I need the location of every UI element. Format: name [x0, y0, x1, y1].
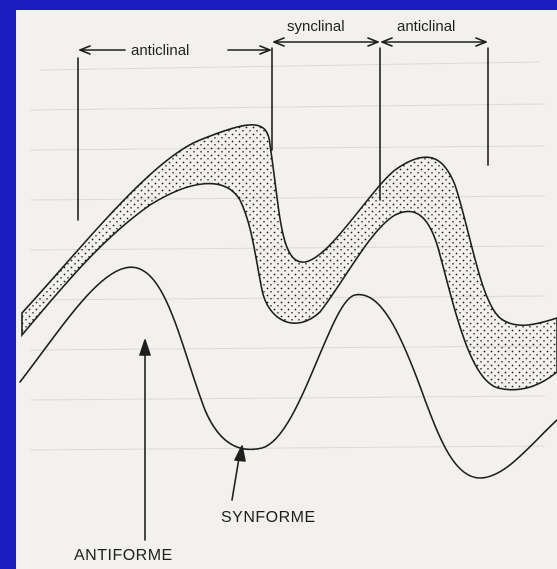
label-synforme: SYNFORME: [221, 509, 316, 526]
antiforme-arrowhead: [140, 340, 150, 355]
stippled-layer: [22, 125, 557, 390]
label-antiforme: ANTIFORME: [74, 547, 173, 564]
label-anticlinal-left: anticlinal: [131, 42, 189, 59]
fold-diagram: anticlinal synclinal anticlinal SYNFORME…: [16, 10, 557, 569]
label-synclinal: synclinal: [287, 18, 345, 35]
label-anticlinal-right: anticlinal: [397, 18, 455, 35]
diagram-panel: anticlinal synclinal anticlinal SYNFORME…: [16, 10, 557, 569]
